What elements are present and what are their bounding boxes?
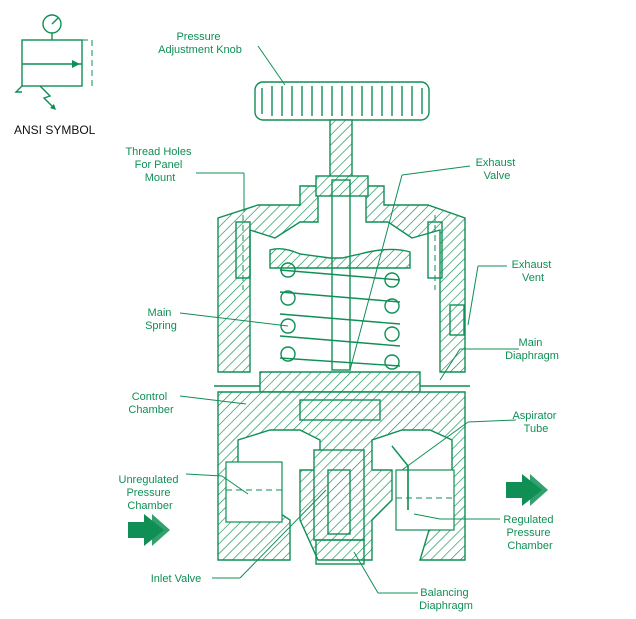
adjustment-knob — [254, 81, 430, 181]
inlet-flow-arrow-icon — [128, 514, 170, 546]
label-unregulated-pressure-chamber: Unregulated Pressure Chamber — [119, 474, 182, 512]
label-aspirator-tube: Aspirator Tube — [512, 410, 559, 435]
label-main-diaphragm: Main Diaphragm — [505, 337, 559, 362]
leader-lines — [179, 45, 519, 594]
spring-arrow-icon — [39, 85, 56, 110]
gauge-icon — [42, 14, 62, 40]
label-control-chamber: Control Chamber — [128, 391, 174, 416]
main-spring — [279, 262, 401, 370]
label-main-spring: Main Spring — [145, 307, 177, 332]
ansi-symbol-caption: ANSI SYMBOL — [14, 123, 96, 137]
label-regulated-pressure-chamber: Regulated Pressure Chamber — [503, 514, 556, 552]
label-inlet-valve: Inlet Valve — [151, 573, 202, 585]
ansi-symbol: ANSI SYMBOL — [14, 14, 96, 137]
outlet-flow-arrow-icon — [506, 474, 548, 506]
callout-labels: Pressure Adjustment Knob Thread Holes Fo… — [119, 31, 559, 612]
label-thread-holes: Thread Holes For Panel Mount — [125, 146, 194, 184]
label-exhaust-valve: Exhaust Valve — [476, 157, 519, 182]
regulator-body — [214, 81, 470, 565]
label-pressure-adjustment-knob: Pressure Adjustment Knob — [158, 31, 242, 56]
label-exhaust-vent: Exhaust Vent — [512, 259, 555, 284]
label-balancing-diaphragm: Balancing Diaphragm — [419, 587, 473, 612]
